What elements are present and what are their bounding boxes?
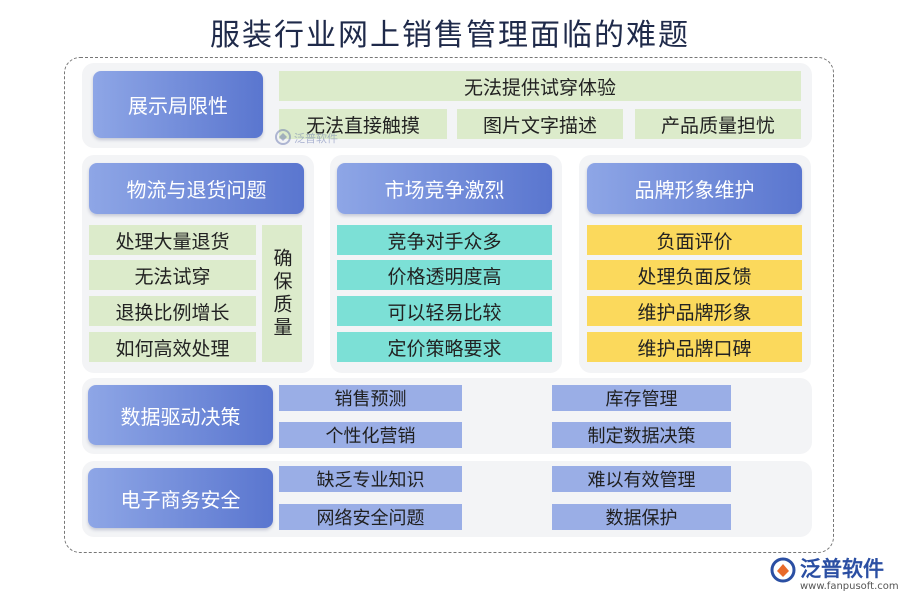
brand-item-2: 处理负面反馈: [587, 260, 802, 290]
brand-item-3: 维护品牌形象: [587, 296, 802, 326]
market-item-1: 竞争对手众多: [337, 225, 552, 255]
data-driven-left-2: 个性化营销: [279, 422, 462, 448]
ecommerce-left-1: 缺乏专业知识: [279, 466, 462, 492]
page-title: 服装行业网上销售管理面临的难题: [210, 18, 690, 53]
logistics-item-3: 退换比例增长: [89, 296, 256, 326]
data-driven-left-1: 销售预测: [279, 385, 462, 411]
watermark-logo: 泛普软件: [274, 128, 344, 150]
brand-logo: 泛普软件 www.fanpusoft.com: [766, 553, 899, 597]
logistics-side-label: 确保质量: [262, 225, 302, 362]
display-header: 展示局限性: [93, 71, 263, 138]
display-top-item: 无法提供试穿体验: [279, 71, 801, 101]
market-item-2: 价格透明度高: [337, 260, 552, 290]
data-driven-right-2: 制定数据决策: [552, 422, 731, 448]
logistics-item-2: 无法试穿: [89, 260, 256, 290]
logistics-item-4: 如何高效处理: [89, 332, 256, 362]
outer-dashed-frame: [64, 57, 834, 553]
market-item-3: 可以轻易比较: [337, 296, 552, 326]
data-driven-header: 数据驱动决策: [88, 385, 273, 445]
data-driven-right-1: 库存管理: [552, 385, 731, 411]
logo-name: 泛普软件: [800, 557, 884, 581]
logistics-item-1: 处理大量退货: [89, 225, 256, 255]
market-item-4: 定价策略要求: [337, 332, 552, 362]
display-item-1: 无法直接触摸: [279, 109, 447, 139]
fanpu-logo-icon: [770, 557, 796, 583]
brand-item-1: 负面评价: [587, 225, 802, 255]
display-item-2: 图片文字描述: [457, 109, 623, 139]
ecommerce-right-1: 难以有效管理: [552, 466, 731, 492]
display-item-3: 产品质量担忧: [635, 109, 801, 139]
market-header: 市场竞争激烈: [337, 163, 552, 214]
ecommerce-right-2: 数据保护: [552, 504, 731, 530]
logo-url: www.fanpusoft.com: [800, 581, 899, 592]
brand-header: 品牌形象维护: [587, 163, 802, 214]
ecommerce-left-2: 网络安全问题: [279, 504, 462, 530]
brand-item-4: 维护品牌口碑: [587, 332, 802, 362]
logistics-header: 物流与退货问题: [89, 163, 304, 214]
watermark-icon: [275, 129, 291, 145]
ecommerce-header: 电子商务安全: [88, 468, 273, 528]
watermark-text: 泛普软件: [294, 132, 338, 145]
